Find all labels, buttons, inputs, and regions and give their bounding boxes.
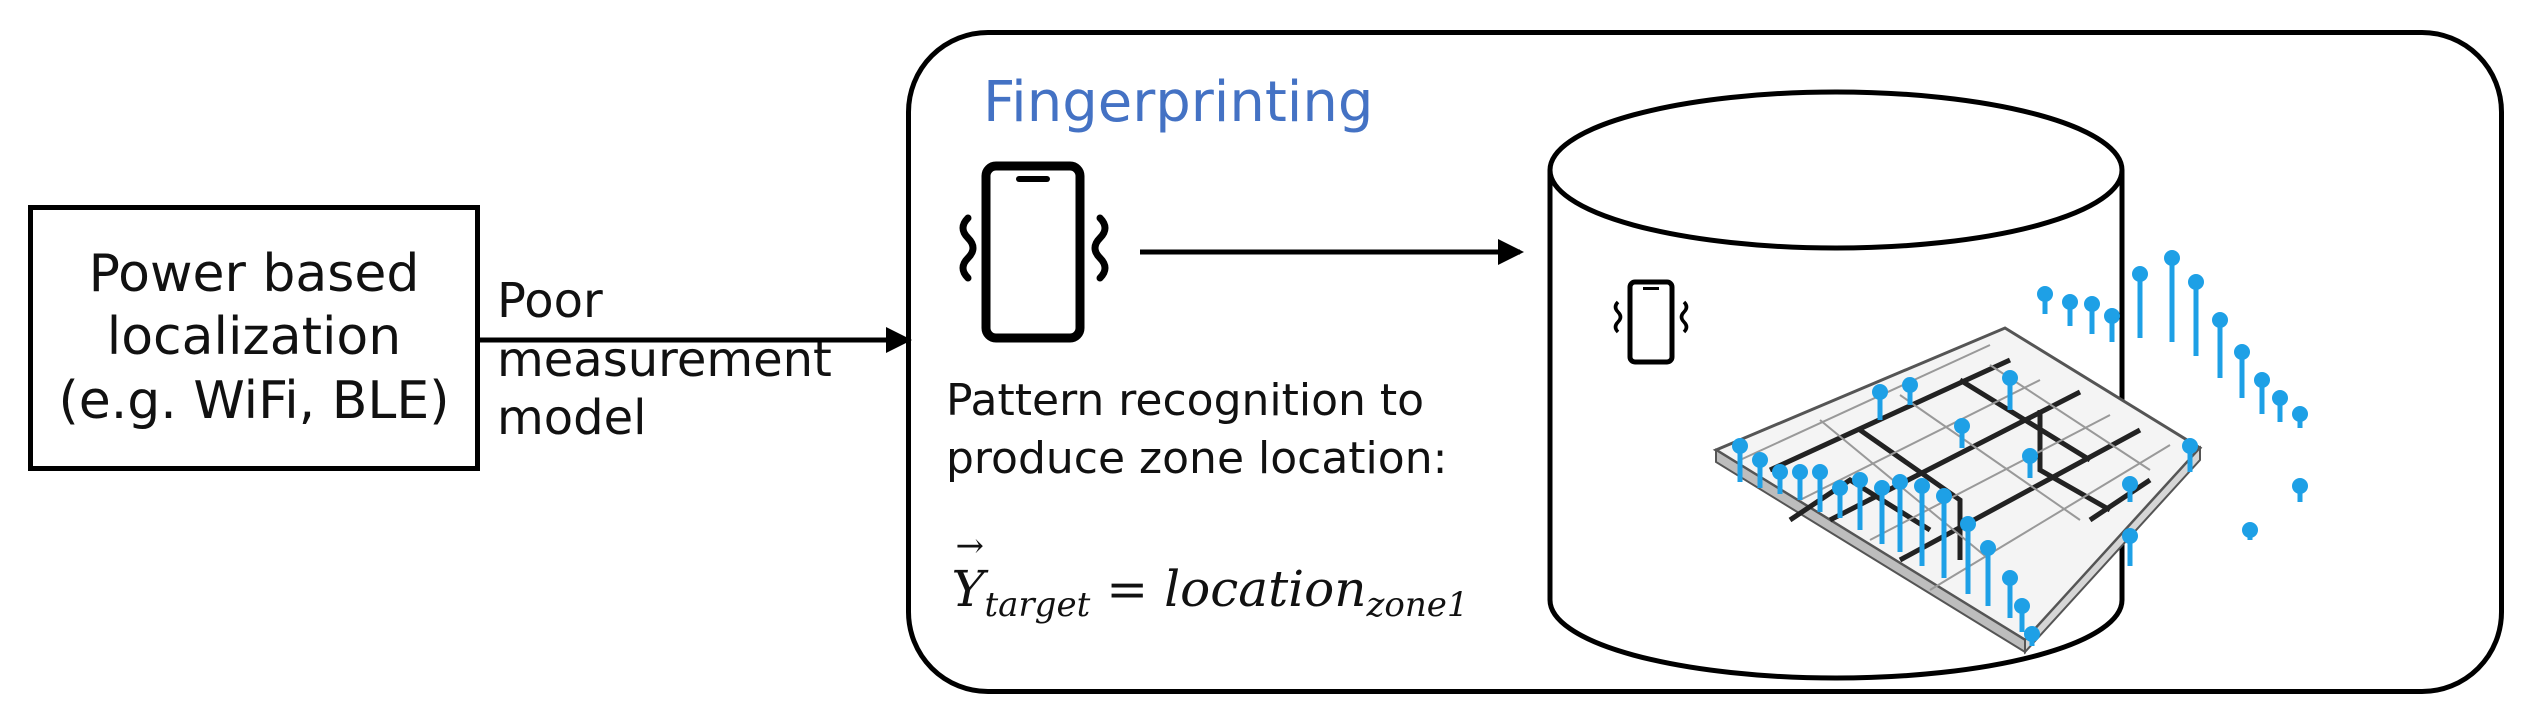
equation-lhs-sub: target [984,585,1091,625]
access-point-marker [1752,452,1768,468]
target-location-equation: Ytarget = locationzone1 [900,526,1520,625]
small-phone-icon [1613,279,1689,365]
access-point-marker [2014,598,2030,614]
access-point-marker [1914,478,1930,494]
equation-rhs: location [1164,560,1367,618]
power-localization-box: Power based localization (e.g. WiFi, BLE… [28,205,480,471]
access-point-marker [2122,528,2138,544]
access-point-marker [1732,438,1748,454]
access-point-marker [1874,480,1890,496]
access-point-marker [2272,390,2288,406]
access-point-marker [2002,370,2018,386]
access-point-marker [1812,464,1828,480]
access-point-marker [2084,296,2100,312]
access-point-marker [2024,626,2040,642]
pattern-recognition-text: Pattern recognition to produce zone loca… [946,372,1447,488]
arrow-label-line-1: Poor [497,273,603,329]
access-point-marker [1872,384,1888,400]
access-point-marker [2188,274,2204,290]
access-point-marker [2292,406,2308,422]
left-box-line-1: Power based [88,243,420,304]
access-point-marker [2132,266,2148,282]
access-point-marker [2234,344,2250,360]
vibrating-smartphone-icon [959,161,1109,343]
access-point-marker [2164,250,2180,266]
equation-sign: = [1106,560,1149,618]
access-point-marker [1954,418,1970,434]
access-point-marker [1892,474,1908,490]
access-point-marker [2182,438,2198,454]
access-point-marker [1832,480,1848,496]
access-point-marker [2122,476,2138,492]
access-point-marker [2037,286,2053,302]
equation-rhs-sub: zone1 [1366,585,1469,625]
access-point-marker [2002,570,2018,586]
left-box-line-2: localization [106,307,402,368]
fingerprinting-title: Fingerprinting [983,70,1374,135]
access-point-marker [1772,464,1788,480]
pattern-line-2: produce zone location: [946,433,1448,485]
access-point-marker [1960,516,1976,532]
access-point-marker [1902,377,1918,393]
equation-lhs: Y [951,526,984,618]
fingerprinting-box [906,30,2504,694]
left-box-line-3: (e.g. WiFi, BLE) [58,370,450,431]
access-point-marker [2062,294,2078,310]
access-point-pins [1732,250,2308,646]
access-point-marker [1852,472,1868,488]
access-point-marker [2292,478,2308,494]
arrow-label-line-3: model [497,390,647,447]
access-point-marker [1936,488,1952,504]
access-point-marker [1792,464,1808,480]
access-point-marker [1980,540,1996,556]
access-point-marker [2254,372,2270,388]
access-point-marker [2212,312,2228,328]
access-point-marker [2104,308,2120,324]
access-point-marker [2022,448,2038,464]
access-point-marker [2242,522,2258,538]
pattern-line-1: Pattern recognition to [946,375,1425,426]
